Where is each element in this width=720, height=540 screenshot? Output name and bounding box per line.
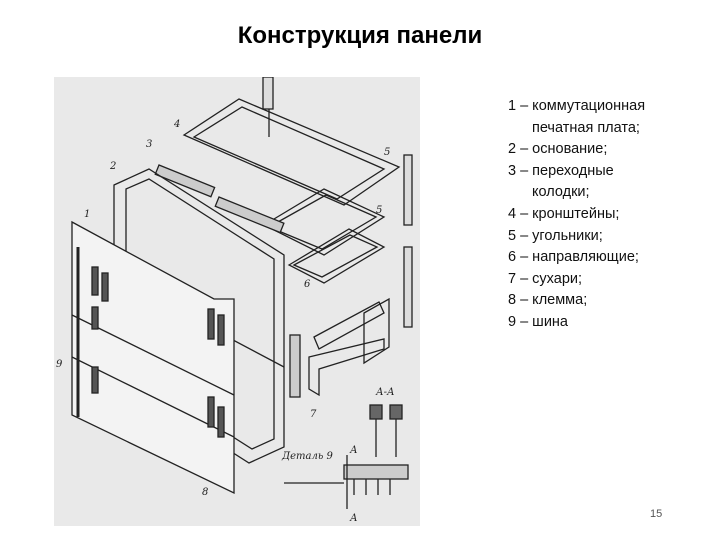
guides-comb xyxy=(262,188,386,256)
panel-diagram: 4 3 2 1 5 5 6 7 8 9 А-А Деталь 9 А А xyxy=(54,77,420,526)
bracket-frame xyxy=(182,98,401,206)
legend-item: 8 – клемма; xyxy=(508,292,588,309)
label-5b: 5 xyxy=(376,205,382,216)
label-8: 8 xyxy=(202,487,208,498)
label-detail-9: Деталь 9 xyxy=(281,451,333,462)
legend-item: 2 – основание; xyxy=(508,141,608,158)
label-9: 9 xyxy=(56,359,63,370)
legend-item-cont: колодки; xyxy=(532,184,590,201)
legend-item: 1 – коммутационная xyxy=(508,98,646,114)
label-6: 6 xyxy=(304,279,311,290)
label-arrow-a-bottom: А xyxy=(349,513,358,524)
label-3: 3 xyxy=(146,139,152,150)
label-4: 4 xyxy=(173,119,180,130)
panel-drawing: 4 3 2 1 5 5 6 7 8 9 А-А Деталь 9 А А xyxy=(56,77,413,524)
label-7: 7 xyxy=(310,409,317,420)
legend-item: 6 – направляющие; xyxy=(508,249,639,266)
legend-item: 4 – кронштейны; xyxy=(508,205,620,222)
label-5a: 5 xyxy=(384,147,390,158)
legend-item: 3 – переходные xyxy=(508,162,614,179)
component-legend: 1 – коммутационная печатная плата; 2 – о… xyxy=(508,96,708,334)
label-2: 2 xyxy=(109,161,116,172)
legend-item: 7 – сухари; xyxy=(508,270,583,287)
slide-title: Конструкция панели xyxy=(237,22,483,49)
page-number: 15 xyxy=(650,508,663,520)
label-1: 1 xyxy=(84,209,90,220)
legend-item: 5 – угольники; xyxy=(508,227,603,244)
label-arrow-a-top: А xyxy=(349,445,358,456)
legend-item-cont: печатная плата; xyxy=(532,119,640,136)
label-section-aa: А-А xyxy=(375,387,395,398)
circuit-board xyxy=(71,220,235,495)
legend-item: 9 – шина xyxy=(508,313,568,330)
